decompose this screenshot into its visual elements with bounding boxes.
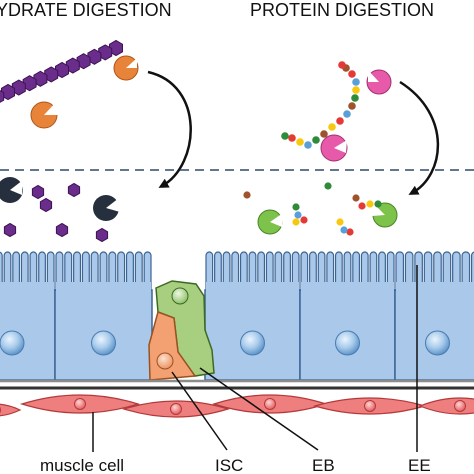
sugar-unit [98, 44, 113, 61]
monosaccharide [3, 222, 17, 238]
enterocyte-nucleus [425, 330, 450, 356]
amino-acid-bead [352, 78, 360, 86]
free-amino-acids [243, 182, 382, 236]
sugar-unit [0, 83, 15, 101]
digestion-arrow-right [399, 80, 440, 195]
amino-acid [346, 228, 354, 236]
amino-acid-bead [336, 117, 344, 125]
enterocyte-apical [56, 282, 151, 296]
orange-enzyme-2 [30, 101, 58, 129]
amino-acid-bead [281, 132, 289, 140]
isc-label: ISC [215, 456, 243, 474]
protein-digestion-title: PROTEIN DIGESTION [250, 0, 434, 20]
enterocyte-nucleus [335, 330, 360, 356]
enterocyte [54, 251, 153, 381]
amino-acid-bead [320, 130, 328, 138]
amino-acid-bead [288, 134, 296, 142]
monosaccharide [39, 197, 53, 213]
muscle-cell-label: muscle cell [40, 456, 124, 474]
amino-acid [374, 200, 382, 208]
enterocyte-nucleus [91, 330, 116, 356]
amino-acid-bead [296, 138, 304, 146]
amino-acid-bead [304, 141, 312, 149]
amino-acid [340, 226, 348, 234]
sugar-unit [76, 53, 91, 70]
microvillus [470, 251, 474, 293]
protein-chain [281, 61, 360, 149]
monosaccharide [31, 184, 45, 200]
orange-enzyme-1 [113, 55, 139, 81]
amino-acid [243, 191, 251, 199]
eb-leader-line [199, 367, 319, 451]
enterocyte [394, 251, 474, 381]
enterocyte [0, 251, 56, 381]
amino-acid [294, 211, 302, 219]
enterocyte [204, 251, 301, 381]
enterocyte-apical [301, 282, 394, 296]
monosaccharide [55, 222, 69, 238]
amino-acid-bead [328, 123, 336, 131]
green-enzyme-2 [372, 202, 398, 228]
sugar-unit [65, 57, 80, 74]
amino-acid-bead [312, 136, 320, 144]
sugar-unit [11, 79, 26, 96]
visceral-muscle-layer [0, 394, 474, 418]
eb-label: EB [312, 456, 335, 474]
monosaccharide [67, 182, 81, 198]
amino-acid [336, 218, 344, 226]
sugar-unit [44, 66, 59, 83]
pink-enzyme-2 [320, 134, 348, 162]
amino-acid [366, 200, 374, 208]
amino-acid-bead [343, 110, 351, 118]
amino-acid-bead [348, 102, 356, 110]
amino-acid-bead [348, 70, 356, 78]
sugar-unit [22, 75, 37, 92]
enteroblast-nucleus [171, 287, 189, 305]
sugar-unit [109, 39, 123, 57]
amino-acid-bead [338, 61, 346, 69]
enterocyte-apical [0, 282, 54, 296]
muscle-nucleus [0, 406, 1, 414]
digestion-arrow-left [147, 70, 192, 188]
amino-acid [324, 182, 332, 190]
muscle-nucleus [170, 403, 182, 415]
enterocyte-nucleus [240, 330, 265, 356]
sugar-unit [33, 70, 48, 87]
amino-acid-bead [351, 94, 359, 102]
amino-acid [352, 194, 360, 202]
carbohydrate-digestion-title: YDRATE DIGESTION [0, 0, 172, 20]
sugar-unit [0, 89, 5, 103]
isc-nucleus [156, 352, 174, 370]
amino-acid [292, 203, 300, 211]
amino-acid [292, 218, 300, 226]
enterocyte-nucleus [0, 330, 25, 356]
sugar-unit [55, 61, 69, 79]
muscle-nucleus [264, 398, 276, 410]
muscle-nucleus [74, 398, 86, 410]
amino-acid-bead [352, 86, 360, 94]
enterocyte-apical [206, 282, 299, 296]
microvillus [0, 251, 3, 293]
muscle-cell [0, 403, 22, 417]
sugar-unit [87, 48, 102, 65]
polysaccharide-chain [0, 39, 123, 103]
muscle-nucleus [454, 400, 466, 412]
muscle-nucleus [364, 400, 376, 412]
pink-enzyme-1 [366, 69, 392, 95]
amino-acid [358, 202, 366, 210]
monosaccharide [95, 227, 109, 243]
green-enzyme-1 [257, 209, 283, 235]
enterocyte-apical [396, 282, 474, 296]
enterocyte [299, 251, 396, 381]
isc-leader-line [171, 371, 228, 451]
intestinal-epithelium [0, 251, 474, 381]
amino-acid [300, 216, 308, 224]
free-monosaccharides [3, 182, 109, 243]
black-enzyme-2 [93, 195, 120, 221]
black-enzyme-1 [0, 177, 23, 203]
ee-label: EE [408, 456, 431, 474]
